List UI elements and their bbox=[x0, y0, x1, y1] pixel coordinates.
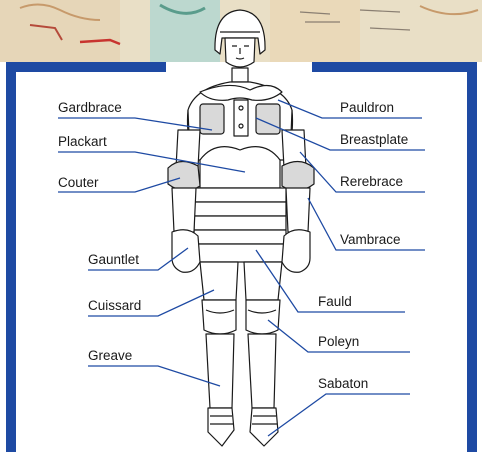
label-gauntlet: Gauntlet bbox=[88, 252, 139, 267]
label-fauld: Fauld bbox=[318, 294, 352, 309]
label-pauldron: Pauldron bbox=[340, 100, 394, 115]
label-gardbrace: Gardbrace bbox=[58, 100, 122, 115]
label-breastplate: Breastplate bbox=[340, 132, 408, 147]
label-greave: Greave bbox=[88, 348, 132, 363]
label-cuissard: Cuissard bbox=[88, 298, 141, 313]
knight-figure bbox=[168, 10, 314, 446]
greave-leader bbox=[88, 366, 220, 386]
label-vambrace: Vambrace bbox=[340, 232, 401, 247]
label-rerebrace: Rerebrace bbox=[340, 174, 403, 189]
plackart bbox=[200, 147, 280, 188]
sabaton-leader bbox=[268, 394, 410, 436]
label-sabaton: Sabaton bbox=[318, 376, 368, 391]
label-couter: Couter bbox=[58, 175, 99, 190]
label-poleyn: Poleyn bbox=[318, 334, 359, 349]
label-plackart: Plackart bbox=[58, 134, 107, 149]
